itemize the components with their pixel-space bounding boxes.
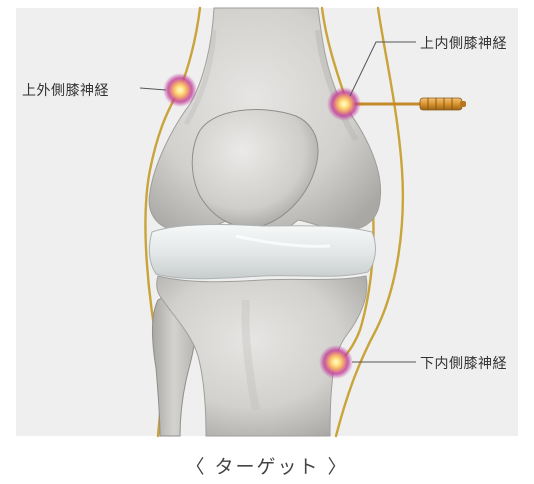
rf-needle-icon — [344, 98, 466, 110]
target-inferior-medial-icon — [319, 345, 353, 379]
label-superior-medial-nerve: 上内側膝神経 — [420, 33, 507, 53]
target-superior-medial-icon — [327, 87, 361, 121]
label-inferior-medial-nerve: 下内側膝神経 — [420, 353, 507, 373]
caption-target: 〈 ターゲット 〉 — [0, 452, 534, 479]
target-superior-lateral-icon — [163, 73, 197, 107]
cartilage-meniscus — [149, 224, 375, 278]
label-superior-lateral-nerve: 上外側膝神経 — [22, 80, 109, 100]
